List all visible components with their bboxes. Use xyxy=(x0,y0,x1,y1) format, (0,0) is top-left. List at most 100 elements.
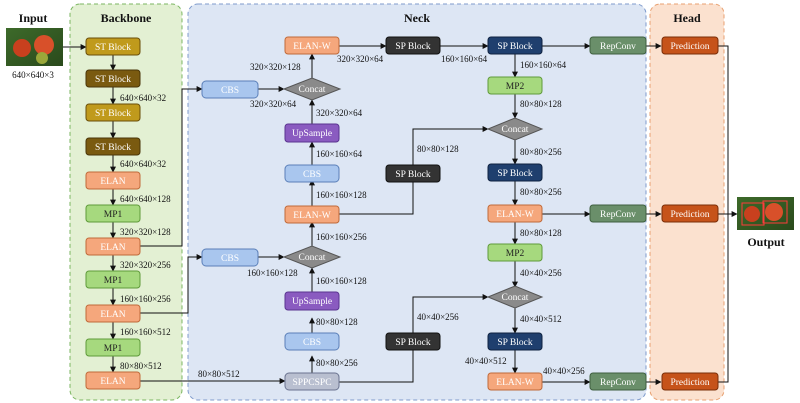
neck-repconv-3 xyxy=(589,372,647,391)
backbone-mp1-2-label: MP1 xyxy=(104,276,123,286)
neck-repconv-1-label: RepConv xyxy=(600,42,636,52)
dim-label: 320×320×64 xyxy=(250,99,297,109)
st-block-3-label: ST Block xyxy=(95,109,131,119)
st-block-1 xyxy=(85,37,141,56)
dim-label: 320×320×64 xyxy=(337,54,384,64)
dim-label: 160×160×64 xyxy=(520,60,567,70)
neck-repconv-3-label: RepConv xyxy=(600,378,636,388)
dim-label: 40×40×256 xyxy=(417,312,459,322)
neck-repconv-2 xyxy=(589,204,647,223)
neck-elan-w-1-label: ELAN-W xyxy=(293,42,330,52)
dim-label: 40×40×256 xyxy=(543,366,585,376)
neck-cbs-4-label: CBS xyxy=(303,338,321,348)
neck-elan-w-3-label: ELAN-W xyxy=(496,210,533,220)
backbone-nodes: ST Block ST Block ST Block ST Block ELAN… xyxy=(85,37,141,390)
dim-label: 160×160×512 xyxy=(120,327,171,337)
prediction-1 xyxy=(661,36,719,55)
neck-mp2-2-label: MP2 xyxy=(506,249,525,259)
st-block-2 xyxy=(85,69,141,88)
neck-cbs-3 xyxy=(201,248,259,267)
neck-elan-w-4 xyxy=(487,372,543,391)
neck-cbs-1-label: CBS xyxy=(221,86,239,96)
dim-label: 80×80×512 xyxy=(120,361,162,371)
dim-label: 160×160×128 xyxy=(247,268,298,278)
neck-concat-1 xyxy=(282,77,342,101)
backbone-elan-2 xyxy=(85,237,141,256)
dim-label: 80×80×512 xyxy=(198,369,240,379)
neck-elan-w-2 xyxy=(284,205,340,224)
neck-sp-block-3 xyxy=(385,164,441,183)
neck-elan-w-3 xyxy=(487,204,543,223)
output-title: Output xyxy=(747,235,784,249)
neck-cbs-4 xyxy=(284,332,340,351)
backbone-elan-4-label: ELAN xyxy=(100,377,125,387)
backbone-mp1-3-label: MP1 xyxy=(104,344,123,354)
neck-title: Neck xyxy=(404,11,430,25)
neck-sp-block-3-label: SP Block xyxy=(395,170,431,180)
dim-label: 80×80×256 xyxy=(316,358,358,368)
neck-sppcspc-label: SPPCSPC xyxy=(292,378,331,388)
dim-label: 160×160×256 xyxy=(316,232,367,242)
neck-elan-w-4-label: ELAN-W xyxy=(496,378,533,388)
neck-elan-w-1 xyxy=(284,36,340,55)
backbone-elan-2-label: ELAN xyxy=(100,243,125,253)
neck-nodes: ELAN-W SP Block SP Block RepConv CBS Con… xyxy=(201,36,647,391)
neck-cbs-3-label: CBS xyxy=(221,254,239,264)
dim-label: 320×320×64 xyxy=(316,108,363,118)
neck-elan-w-2-label: ELAN-W xyxy=(293,211,330,221)
dim-label: 80×80×128 xyxy=(316,317,358,327)
backbone-mp1-1 xyxy=(85,204,141,223)
backbone-mp1-2 xyxy=(85,270,141,289)
neck-mp2-2 xyxy=(487,243,543,262)
prediction-3 xyxy=(661,372,719,391)
neck-sp-block-5-label: SP Block xyxy=(395,338,431,348)
input-title: Input xyxy=(19,11,48,25)
dim-label: 40×40×256 xyxy=(520,268,562,278)
backbone-elan-1-label: ELAN xyxy=(100,177,125,187)
neck-repconv-2-label: RepConv xyxy=(600,210,636,220)
dim-label: 80×80×256 xyxy=(520,187,562,197)
head-panel xyxy=(649,3,725,401)
neck-concat-3-label: Concat xyxy=(299,253,326,263)
neck-mp2-1-label: MP2 xyxy=(506,82,525,92)
dim-label: 80×80×128 xyxy=(417,144,459,154)
dim-label: 640×640×128 xyxy=(120,194,171,204)
backbone-mp1-3 xyxy=(85,338,141,357)
prediction-2-label: Prediction xyxy=(670,210,709,220)
dim-label: 160×160×64 xyxy=(316,149,363,159)
output-image xyxy=(737,197,794,230)
dim-label: 320×320×128 xyxy=(250,62,301,72)
dim-label: 80×80×128 xyxy=(520,228,562,238)
neck-upsample-2 xyxy=(284,291,340,311)
dim-label: 80×80×128 xyxy=(520,99,562,109)
neck-sp-block-1 xyxy=(385,36,441,55)
neck-upsample-2-label: UpSample xyxy=(292,297,332,307)
neck-concat-2-label: Concat xyxy=(502,125,529,135)
dim-label: 320×320×128 xyxy=(120,227,171,237)
dim-label: 40×40×512 xyxy=(520,314,562,324)
backbone-elan-4 xyxy=(85,371,141,390)
backbone-elan-3 xyxy=(85,304,141,323)
dim-label: 320×320×256 xyxy=(120,260,171,270)
dim-label: 80×80×256 xyxy=(520,147,562,157)
neck-mp2-1 xyxy=(487,76,543,95)
head-title: Head xyxy=(673,11,701,25)
neck-sp-block-2-label: SP Block xyxy=(497,42,533,52)
prediction-3-label: Prediction xyxy=(670,378,709,388)
neck-cbs-2 xyxy=(284,164,340,183)
neck-sp-block-2 xyxy=(487,36,543,55)
neck-sp-block-1-label: SP Block xyxy=(395,42,431,52)
backbone-elan-3-label: ELAN xyxy=(100,310,125,320)
dim-label: 640×640×32 xyxy=(120,93,166,103)
input-image xyxy=(6,28,63,66)
neck-sppcspc xyxy=(284,372,340,391)
dim-label: 640×640×32 xyxy=(120,159,166,169)
neck-concat-4-label: Concat xyxy=(502,293,529,303)
neck-sp-block-5 xyxy=(385,332,441,351)
st-block-4 xyxy=(85,137,141,156)
neck-sp-block-6 xyxy=(487,332,543,351)
st-block-2-label: ST Block xyxy=(95,75,131,85)
prediction-1-label: Prediction xyxy=(670,42,709,52)
